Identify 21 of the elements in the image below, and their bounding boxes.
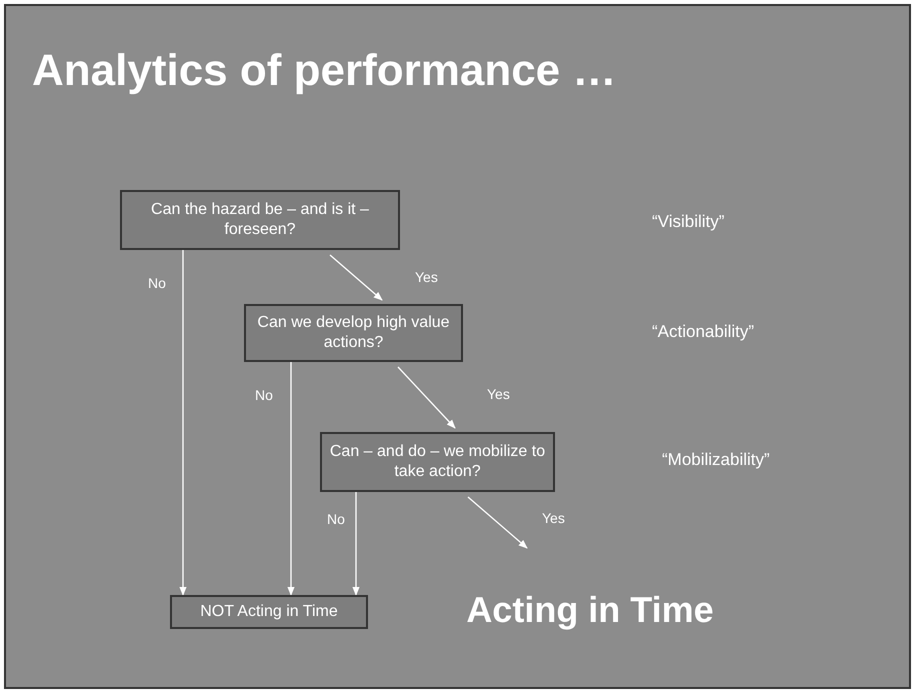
decision-box: Can we develop high value actions? bbox=[244, 304, 463, 362]
stage-label: “Actionability” bbox=[652, 322, 754, 342]
arrow bbox=[287, 362, 295, 596]
edge-label: Yes bbox=[487, 386, 510, 402]
outcome-box: NOT Acting in Time bbox=[170, 595, 368, 629]
slide-title: Analytics of performance … bbox=[32, 46, 616, 96]
decision-box: Can the hazard be – and is it – foreseen? bbox=[120, 190, 400, 250]
edge-label: Yes bbox=[542, 510, 565, 526]
edge-label: Yes bbox=[415, 269, 438, 285]
edge-label: No bbox=[327, 511, 345, 527]
arrow bbox=[330, 254, 383, 301]
stage-label: “Visibility” bbox=[652, 212, 724, 232]
arrow bbox=[352, 492, 360, 596]
arrow bbox=[398, 366, 456, 429]
arrow bbox=[468, 496, 528, 549]
outcome-text: Acting in Time bbox=[430, 585, 750, 635]
arrow bbox=[179, 250, 187, 596]
edge-label: No bbox=[148, 275, 166, 291]
edge-label: No bbox=[255, 387, 273, 403]
stage-label: “Mobilizability” bbox=[662, 450, 770, 470]
decision-box: Can – and do – we mobilize to take action? bbox=[320, 432, 555, 492]
